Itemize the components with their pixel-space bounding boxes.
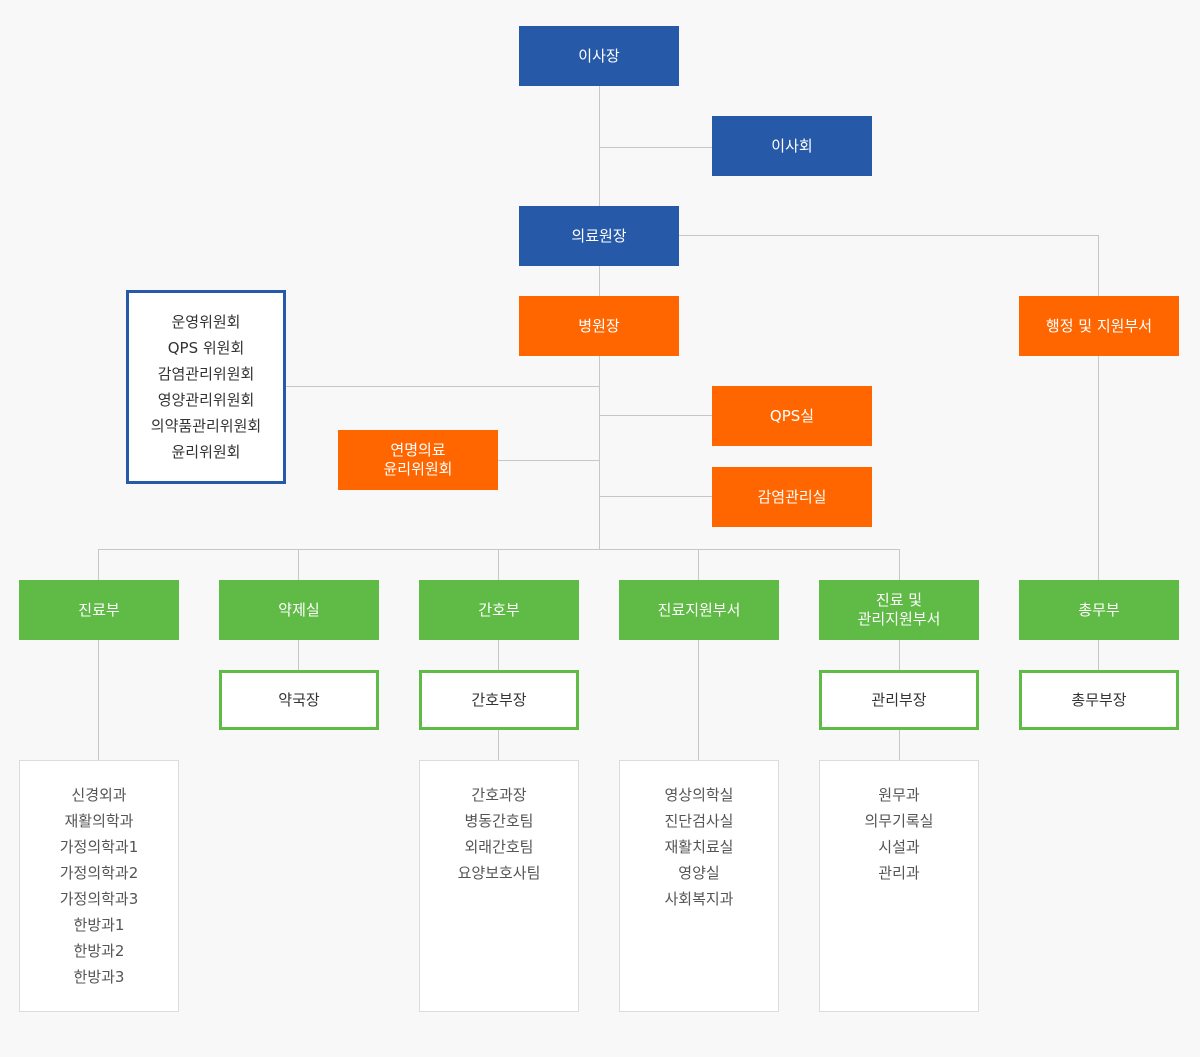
chairman-box: 이사장 <box>519 26 679 86</box>
committee-item: QPS 위원회 <box>167 339 245 357</box>
pharmacy-head-label: 약국장 <box>278 690 320 709</box>
dept-medical-box: 진료부 <box>19 580 179 640</box>
infection-office-label: 감염관리실 <box>757 487 827 506</box>
list-item: 한방과2 <box>73 942 125 960</box>
committee-item: 운영위원회 <box>171 313 241 331</box>
dept-medical-mgmt-box: 진료 및 관리지원부서 <box>819 580 979 640</box>
ethics-committee-box: 연명의료 윤리위원회 <box>338 430 498 490</box>
medical-list: 신경외과 재활의학과 가정의학과1 가정의학과2 가정의학과3 한방과1 한방과… <box>19 760 179 1012</box>
list-item: 영양실 <box>678 864 720 882</box>
board-label: 이사회 <box>771 136 813 155</box>
list-item: 사회복지과 <box>664 890 734 908</box>
dept-medical-support-box: 진료지원부서 <box>619 580 779 640</box>
list-item: 가정의학과3 <box>59 890 139 908</box>
connector-line <box>498 549 499 580</box>
list-item: 가정의학과2 <box>59 864 139 882</box>
connector-line <box>679 235 1099 236</box>
connector-line <box>1098 356 1099 580</box>
connector-line <box>599 147 712 148</box>
connector-line <box>98 549 900 550</box>
list-item: 의무기록실 <box>864 812 934 830</box>
list-item: 재활치료실 <box>664 838 734 856</box>
connector-line <box>599 356 600 549</box>
list-item: 진단검사실 <box>664 812 734 830</box>
hospital-director-box: 병원장 <box>519 296 679 356</box>
committee-item: 감염관리위원회 <box>157 365 255 383</box>
list-item: 요양보호사팀 <box>457 864 541 882</box>
general-affairs-head-box: 총무부장 <box>1019 670 1179 730</box>
list-item: 시설과 <box>878 838 920 856</box>
chairman-label: 이사장 <box>578 46 620 65</box>
connector-line <box>298 549 299 580</box>
medical-director-box: 의료원장 <box>519 206 679 266</box>
infection-office-box: 감염관리실 <box>712 467 872 527</box>
list-item: 한방과1 <box>73 916 125 934</box>
list-item: 간호과장 <box>471 786 527 804</box>
board-box: 이사회 <box>712 116 872 176</box>
medical-mgmt-head-label: 관리부장 <box>871 690 927 709</box>
ethics-committee-label-1: 연명의료 <box>390 441 446 459</box>
list-item: 원무과 <box>878 786 920 804</box>
committee-item: 영양관리위원회 <box>157 391 255 409</box>
dept-general-affairs-box: 총무부 <box>1019 580 1179 640</box>
connector-line <box>698 549 699 580</box>
dept-pharmacy-label: 약제실 <box>278 600 320 619</box>
list-item: 가정의학과1 <box>59 838 139 856</box>
connector-line <box>599 266 600 296</box>
connector-line <box>498 730 499 760</box>
committee-item: 의약품관리위원회 <box>150 417 262 435</box>
connector-line <box>1098 640 1099 670</box>
dept-general-affairs-label: 총무부 <box>1078 600 1120 619</box>
list-item: 영상의학실 <box>664 786 734 804</box>
list-item: 한방과3 <box>73 968 125 986</box>
ethics-committee-label-2: 윤리위원회 <box>383 460 453 478</box>
qps-office-label: QPS실 <box>769 406 815 425</box>
dept-pharmacy-box: 약제실 <box>219 580 379 640</box>
list-item: 관리과 <box>878 864 920 882</box>
pharmacy-head-box: 약국장 <box>219 670 379 730</box>
connector-line <box>286 386 599 387</box>
dept-nursing-box: 간호부 <box>419 580 579 640</box>
connector-line <box>899 640 900 670</box>
connector-line <box>298 640 299 670</box>
connector-line <box>498 640 499 670</box>
connector-line <box>599 86 600 206</box>
dept-medical-label: 진료부 <box>78 600 120 619</box>
admin-support-box: 행정 및 지원부서 <box>1019 296 1179 356</box>
connector-line <box>498 460 599 461</box>
admin-support-label: 행정 및 지원부서 <box>1045 316 1153 335</box>
list-item: 외래간호팀 <box>464 838 534 856</box>
medical-mgmt-head-box: 관리부장 <box>819 670 979 730</box>
connector-line <box>899 549 900 580</box>
dept-nursing-label: 간호부 <box>478 600 520 619</box>
nursing-list: 간호과장 병동간호팀 외래간호팀 요양보호사팀 <box>419 760 579 1012</box>
hospital-director-label: 병원장 <box>578 316 620 335</box>
nursing-head-label: 간호부장 <box>471 690 527 709</box>
list-item: 신경외과 <box>71 786 127 804</box>
list-item: 병동간호팀 <box>464 812 534 830</box>
connector-line <box>98 549 99 580</box>
medical-support-list: 영상의학실 진단검사실 재활치료실 영양실 사회복지과 <box>619 760 779 1012</box>
qps-office-box: QPS실 <box>712 386 872 446</box>
list-item: 재활의학과 <box>64 812 134 830</box>
nursing-head-box: 간호부장 <box>419 670 579 730</box>
committees-box: 운영위원회 QPS 위원회 감염관리위원회 영양관리위원회 의약품관리위원회 윤… <box>126 290 286 484</box>
connector-line <box>1098 235 1099 296</box>
medical-mgmt-list: 원무과 의무기록실 시설과 관리과 <box>819 760 979 1012</box>
connector-line <box>599 415 712 416</box>
connector-line <box>98 640 99 760</box>
dept-medical-mgmt-label-1: 진료 및 <box>875 591 923 609</box>
dept-medical-support-label: 진료지원부서 <box>657 600 741 619</box>
committee-item: 윤리위원회 <box>171 443 241 461</box>
dept-medical-mgmt-label-2: 관리지원부서 <box>857 610 941 628</box>
connector-line <box>698 640 699 760</box>
medical-director-label: 의료원장 <box>571 226 627 245</box>
general-affairs-head-label: 총무부장 <box>1071 690 1127 709</box>
connector-line <box>899 730 900 760</box>
connector-line <box>599 496 712 497</box>
